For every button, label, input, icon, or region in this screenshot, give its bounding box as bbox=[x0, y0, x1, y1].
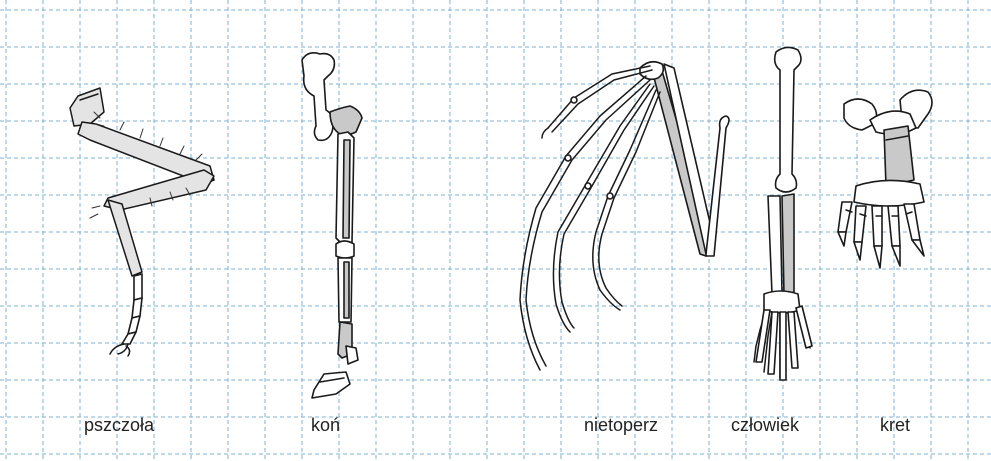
caption-horse: koń bbox=[311, 416, 340, 434]
horse-leg-drawing bbox=[302, 53, 362, 398]
caption-mole: kret bbox=[880, 416, 910, 434]
bee-leg-drawing bbox=[70, 88, 214, 356]
caption-bee: pszczoła bbox=[84, 416, 154, 434]
caption-human: człowiek bbox=[731, 416, 799, 434]
bat-wing-drawing bbox=[520, 62, 729, 370]
mole-limb-drawing bbox=[838, 90, 932, 268]
caption-bat: nietoperz bbox=[584, 416, 658, 434]
human-arm-drawing bbox=[754, 47, 812, 380]
